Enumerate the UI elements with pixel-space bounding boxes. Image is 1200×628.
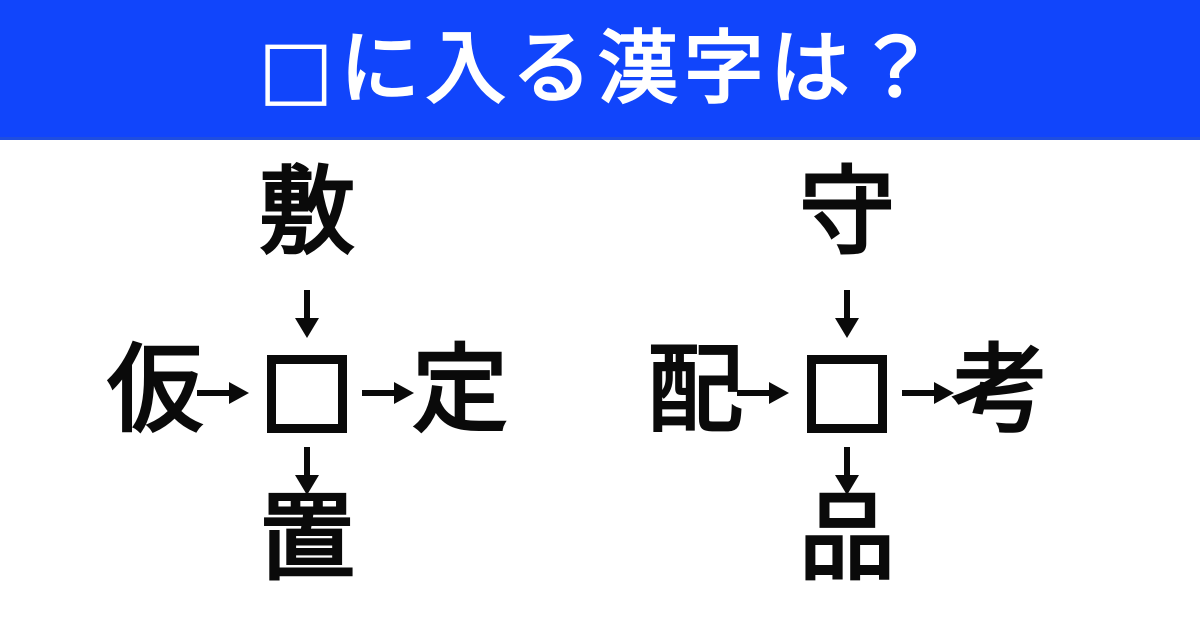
kanji-bottom: 置	[259, 482, 355, 594]
blank-answer-box[interactable]	[807, 355, 887, 433]
arrow-down-center-to-bottom-icon	[827, 445, 867, 497]
puzzle-group-right: 守 配 考	[600, 140, 1160, 628]
arrow-right-center-to-right-icon	[360, 376, 416, 410]
kanji-top: 守	[799, 156, 895, 268]
arrow-down-top-to-center-icon	[287, 288, 327, 340]
arrow-down-top-to-center-icon	[827, 288, 867, 340]
arrow-right-center-to-right-icon	[900, 376, 956, 410]
arrow-right-left-to-center-icon	[735, 376, 791, 410]
page-title: □に入る漢字は？	[258, 22, 942, 115]
kanji-right: 考	[952, 334, 1048, 446]
puzzle-group-left: 敷 仮 定	[40, 140, 600, 628]
arrow-right-left-to-center-icon	[195, 376, 251, 410]
blank-answer-box[interactable]	[267, 355, 347, 433]
kanji-bottom: 品	[799, 482, 895, 594]
header-banner: □に入る漢字は？	[0, 0, 1200, 140]
puzzle-area: 敷 仮 定	[0, 140, 1200, 628]
kanji-left: 配	[647, 334, 743, 446]
kanji-right: 定	[412, 334, 508, 446]
kanji-top: 敷	[259, 156, 355, 268]
kanji-left: 仮	[107, 334, 203, 446]
arrow-down-center-to-bottom-icon	[287, 445, 327, 497]
